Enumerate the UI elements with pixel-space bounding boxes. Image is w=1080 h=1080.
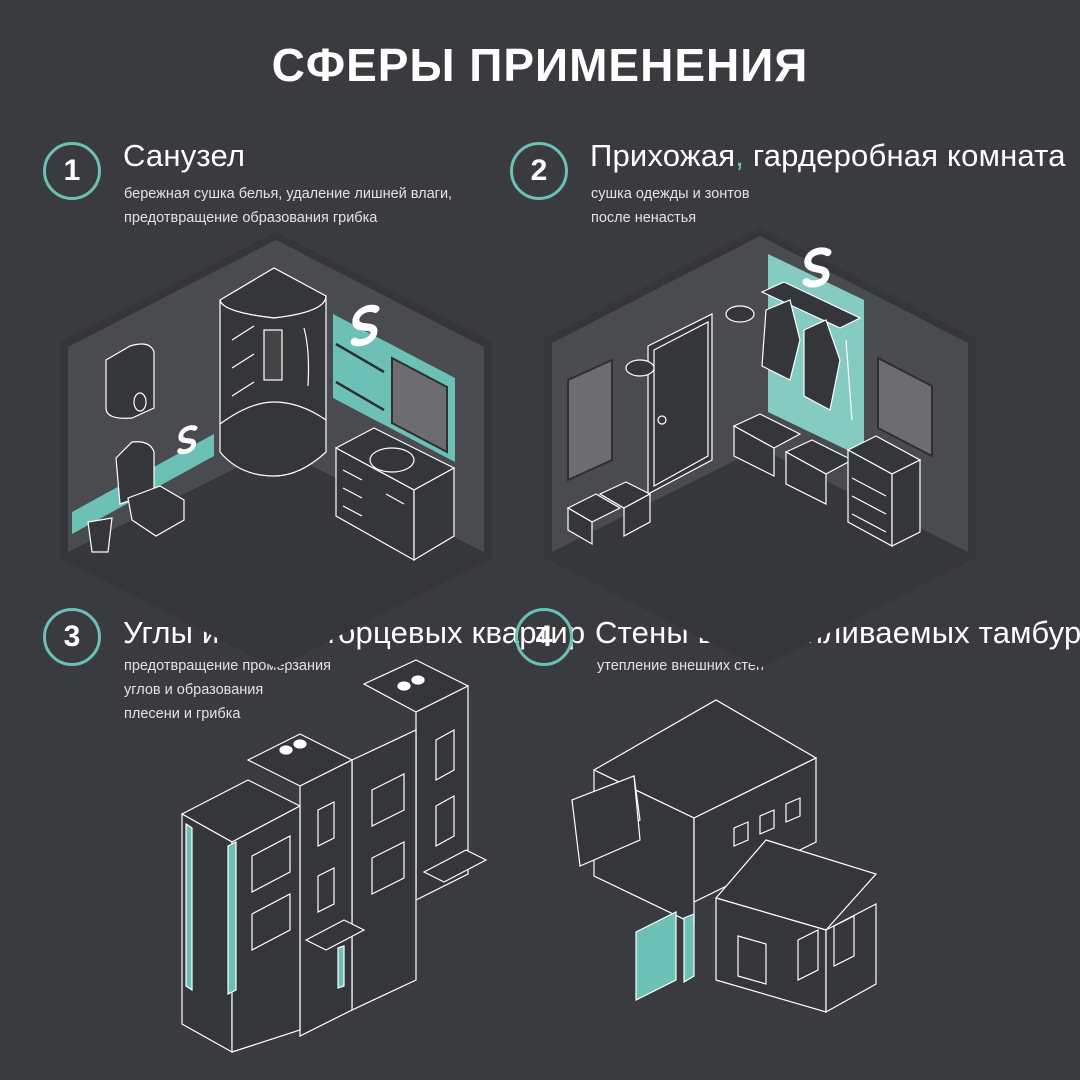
apartment-building-illustration (180, 659, 488, 1054)
section-heading: Санузел (123, 138, 246, 173)
hallway-illustration (544, 228, 976, 668)
section-number-badge: 2 (510, 142, 568, 200)
section-description: бережная сушка белья, удаление лишней вл… (124, 186, 453, 226)
section-number-badge: 1 (43, 142, 101, 200)
section-description: сушка одежды и зонтов после ненастья (591, 186, 750, 226)
section-description: предотвращение промерзания углов и образ… (124, 658, 331, 722)
bathroom-illustration (60, 232, 492, 668)
section-number-badge: 4 (515, 608, 573, 666)
house-illustration (571, 699, 878, 1014)
page-title: СФЕРЫ ПРИМЕНЕНИЯ (271, 39, 809, 91)
section-heading: Прихожая, гардеробная комната (590, 138, 1066, 173)
section-number-badge: 3 (43, 608, 101, 666)
section-description: утепление внешних стен (597, 658, 764, 674)
